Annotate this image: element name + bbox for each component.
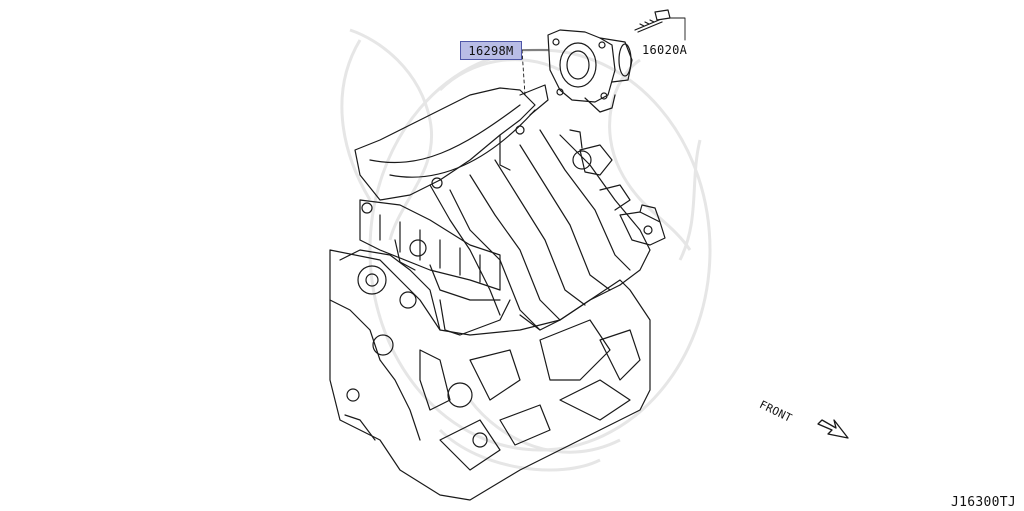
cylinder-head	[359, 199, 511, 336]
illustration-code: J16300TJ	[950, 495, 1016, 510]
bolt	[634, 9, 671, 33]
engine-block	[329, 249, 651, 501]
front-arrow-icon	[817, 419, 849, 439]
part-callout-throttle-body[interactable]: 16298M	[460, 41, 522, 60]
part-callout-bolt[interactable]: 16020A	[642, 43, 688, 57]
sensor-connector	[569, 129, 666, 246]
intake-manifold	[354, 87, 651, 331]
throttle-body	[519, 29, 633, 116]
leader-lines	[521, 17, 686, 96]
